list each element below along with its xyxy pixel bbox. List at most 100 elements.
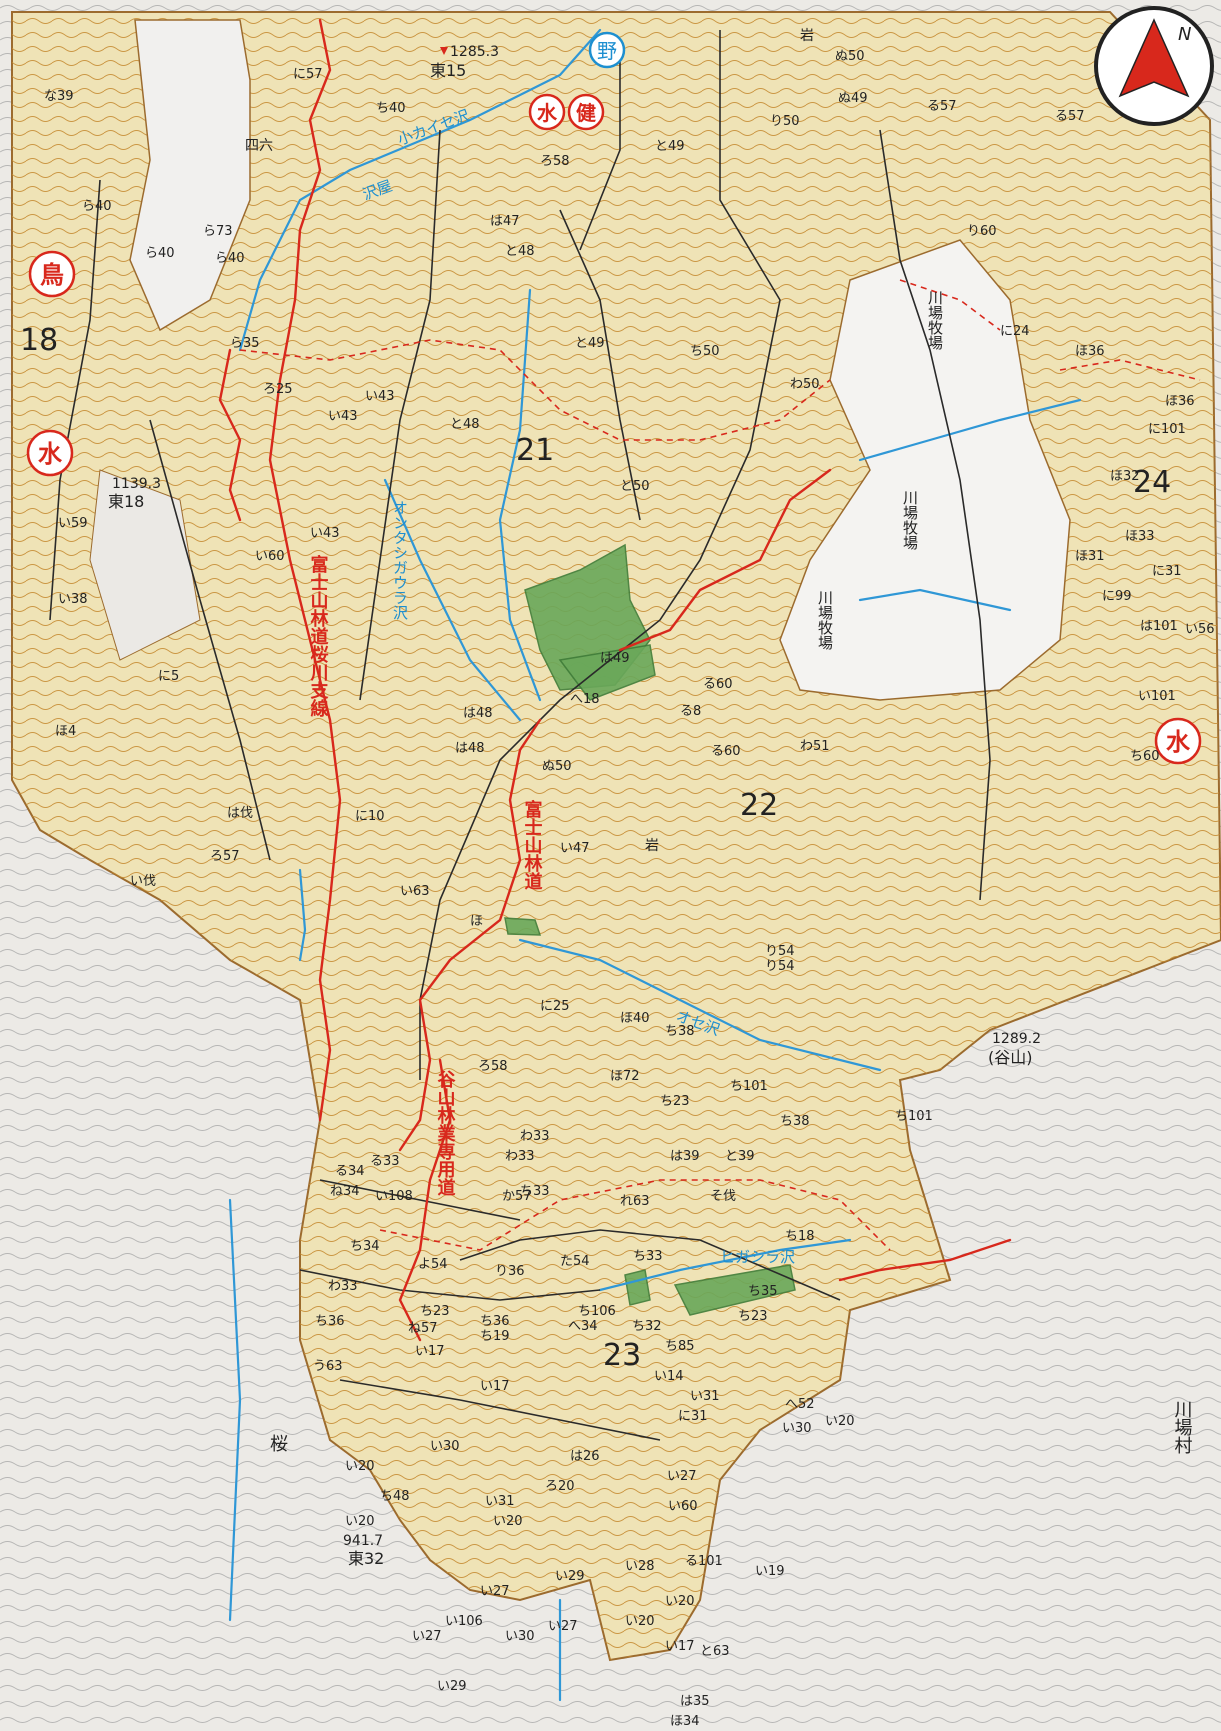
svg-text:1285.3: 1285.3 [450, 44, 499, 60]
stand-label: た54 [560, 1254, 590, 1269]
stand-label: ほ40 [620, 1011, 650, 1026]
stand-label: は35 [680, 1694, 710, 1709]
stand-label: い20 [345, 1459, 375, 1474]
stand-label: い27 [667, 1469, 697, 1484]
green-stand-4 [624, 1269, 651, 1306]
place-pasture-3: 川場牧場 [816, 590, 834, 650]
stand-label: ち35 [748, 1284, 778, 1299]
stand-label: い59 [58, 516, 88, 531]
svg-text:N: N [1178, 24, 1191, 45]
stand-label: に25 [540, 999, 570, 1014]
svg-text:東32: 東32 [348, 1549, 384, 1568]
stand-label: へ52 [785, 1397, 815, 1412]
stand-label: は伐 [227, 806, 253, 821]
compartment-21: 21 [516, 433, 554, 468]
stand-label: い27 [480, 1584, 510, 1599]
stand-label: ほ4 [55, 724, 76, 739]
stand-label: へ34 [568, 1319, 598, 1334]
stand-label: ほ [470, 914, 483, 929]
stand-label: ら40 [215, 251, 245, 266]
stand-label: い19 [755, 1564, 785, 1579]
place-rock-2: 岩 [645, 838, 659, 854]
fuji-forest-road [398, 718, 542, 1152]
stand-label: い43 [310, 526, 340, 541]
stand-label: い63 [400, 884, 430, 899]
stand-label: ほ36 [1165, 394, 1195, 409]
stand-label: ち38 [780, 1114, 810, 1129]
svg-text:野: 野 [597, 39, 617, 63]
svg-text:941.7: 941.7 [343, 1533, 383, 1549]
stand-label: る8 [680, 704, 701, 719]
stand-label: い31 [690, 1389, 720, 1404]
stand-label: と49 [575, 336, 605, 351]
stand-label: ち33 [520, 1184, 550, 1199]
stand-label: り60 [967, 224, 997, 239]
stand-label: い伐 [130, 874, 156, 889]
stream-label-higashira: ヒガシラ沢 [720, 1248, 795, 1266]
stand-label: ち40 [376, 101, 406, 116]
svg-text:1289.2: 1289.2 [992, 1031, 1041, 1047]
stand-label: い17 [480, 1379, 510, 1394]
svg-text:水: 水 [537, 101, 558, 125]
health-symbol: 健 [567, 93, 605, 131]
stand-label: ち19 [480, 1329, 510, 1344]
stand-label: い30 [505, 1629, 535, 1644]
stand-label: は49 [600, 651, 630, 666]
stand-label: い106 [445, 1614, 483, 1629]
stand-label: い56 [1185, 622, 1215, 637]
stand-label: ら40 [145, 246, 175, 261]
stand-label: に31 [678, 1409, 708, 1424]
stand-label: に101 [1148, 422, 1186, 437]
svg-text:(谷山): (谷山) [988, 1048, 1033, 1067]
stand-label: と49 [655, 139, 685, 154]
road-label-sakuragawa: 富士山林道桜川支線 [308, 554, 330, 718]
streams [228, 28, 1082, 1702]
water-symbol-3: 水 [1154, 717, 1202, 765]
stand-label: ち32 [632, 1319, 662, 1334]
road-label-fuji: 富士山林道 [522, 799, 543, 890]
svg-text:東18: 東18 [108, 492, 144, 511]
stand-label: ち34 [350, 1239, 380, 1254]
stand-label: に57 [293, 67, 323, 82]
stand-label: る60 [703, 677, 733, 692]
stand-label: ほ72 [610, 1069, 640, 1084]
stand-label: い27 [548, 1619, 578, 1634]
stand-label: い29 [437, 1679, 467, 1694]
stand-label: い17 [665, 1639, 695, 1654]
stand-label: ほ36 [1075, 344, 1105, 359]
stand-label: ほ34 [670, 1714, 700, 1729]
stand-label: る60 [711, 744, 741, 759]
field-symbol: 野 [588, 31, 626, 69]
place-rock-1: 岩 [800, 28, 814, 44]
svg-text:水: 水 [38, 440, 63, 468]
svg-text:鳥: 鳥 [40, 261, 64, 289]
stand-label: ち36 [480, 1314, 510, 1329]
stand-label: り54 [765, 944, 795, 959]
stand-label: と50 [620, 479, 650, 494]
compass: N [1094, 6, 1214, 126]
stand-label: と39 [725, 1149, 755, 1164]
stream-label-otashigawara: オンタシガウラ沢 [391, 500, 409, 620]
stand-label: い28 [625, 1559, 655, 1574]
stand-label: と63 [700, 1644, 730, 1659]
stand-label: る57 [1055, 109, 1085, 124]
stand-label: は39 [670, 1149, 700, 1164]
stand-label: ぬ50 [835, 49, 865, 64]
place-side-text: 川場村 [1172, 1400, 1193, 1454]
stand-label: ち23 [660, 1094, 690, 1109]
svg-text:1139.3: 1139.3 [112, 476, 161, 492]
stand-label: は101 [1140, 619, 1178, 634]
stand-label: り50 [770, 114, 800, 129]
stand-label: い14 [654, 1369, 684, 1384]
stand-label: ち23 [738, 1309, 768, 1324]
stand-label: い30 [782, 1421, 812, 1436]
stand-label: い17 [415, 1344, 445, 1359]
stand-label: る34 [335, 1164, 365, 1179]
stand-label: は47 [490, 214, 520, 229]
stand-label: な39 [44, 89, 74, 104]
stand-label: ほ33 [1125, 529, 1155, 544]
stand-label: ち85 [665, 1339, 695, 1354]
compartment-24: 24 [1133, 465, 1171, 500]
